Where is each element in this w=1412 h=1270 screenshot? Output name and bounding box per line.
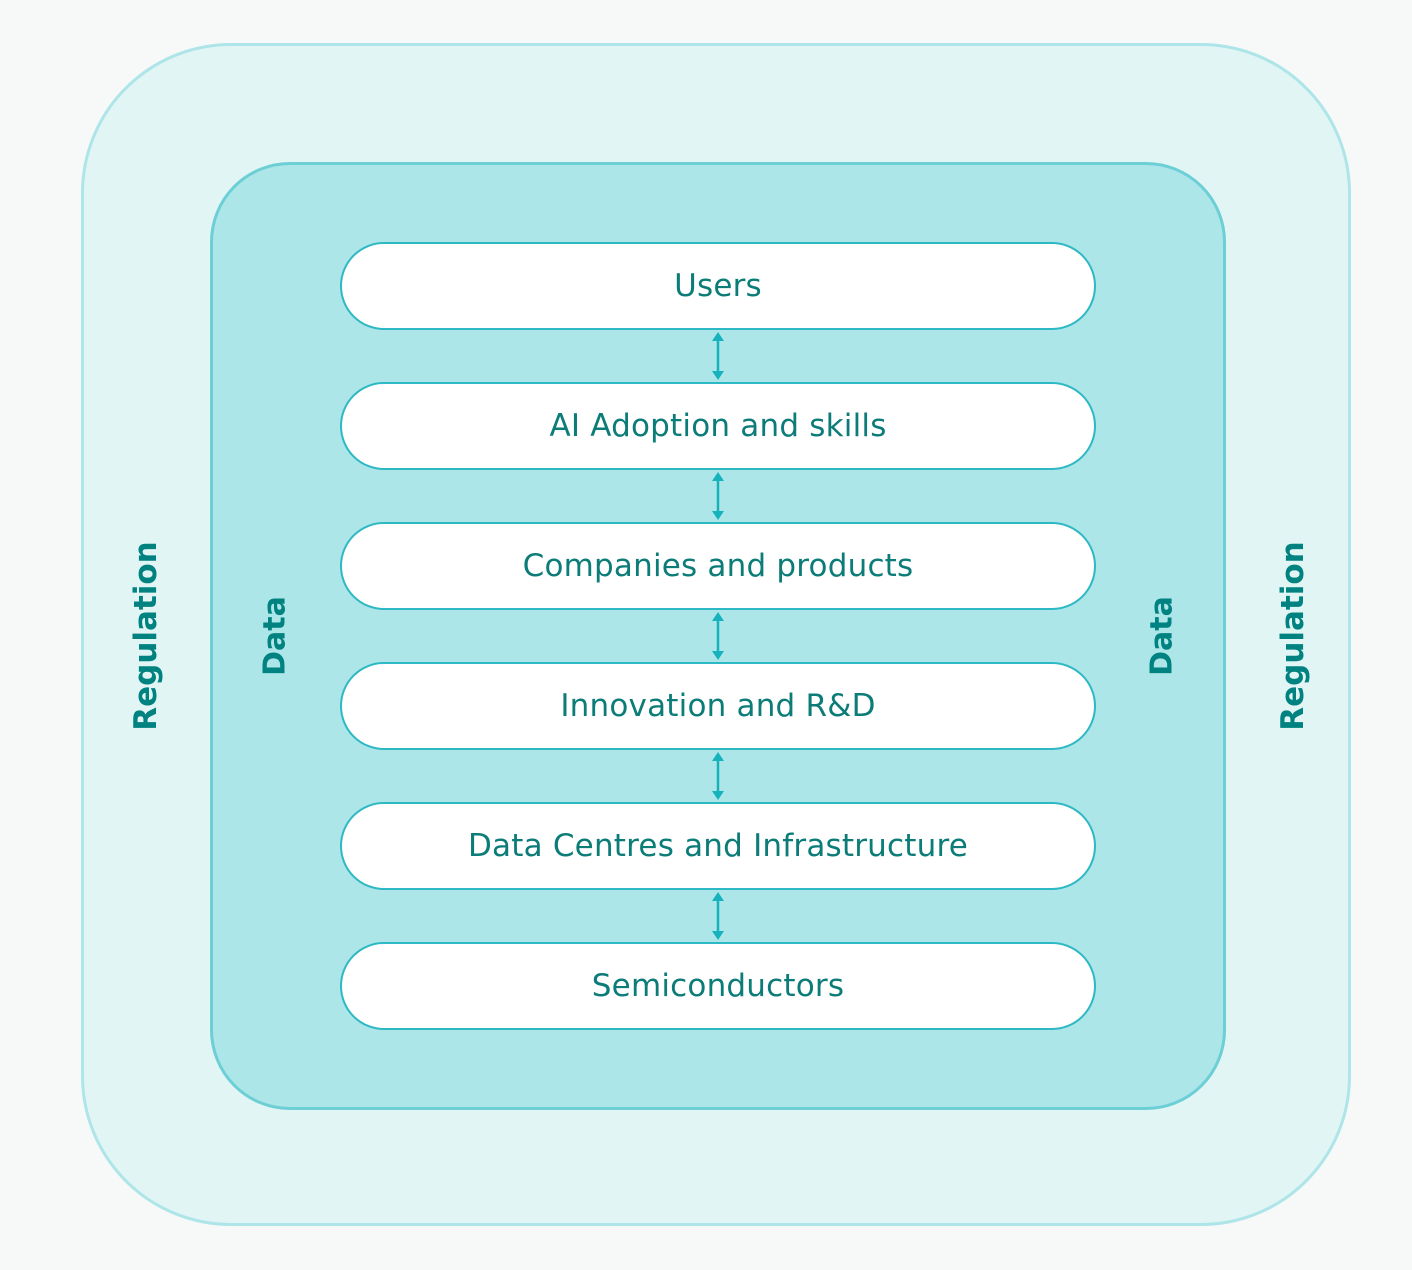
regulation-label-left: Regulation [128, 541, 164, 731]
layer-users: Users [340, 242, 1096, 330]
layer-ai-adoption: AI Adoption and skills [340, 382, 1096, 470]
regulation-label-right: Regulation [1275, 541, 1311, 731]
double-arrow-icon [712, 332, 724, 380]
double-arrow-icon [712, 892, 724, 940]
double-arrow-icon [712, 612, 724, 660]
layer-data-centres: Data Centres and Infrastructure [340, 802, 1096, 890]
layer-companies: Companies and products [340, 522, 1096, 610]
double-arrow-icon [712, 752, 724, 800]
layer-innovation: Innovation and R&D [340, 662, 1096, 750]
data-label-right: Data [1144, 596, 1180, 676]
layer-semiconductors: Semiconductors [340, 942, 1096, 1030]
data-label-left: Data [257, 596, 293, 676]
double-arrow-icon [712, 472, 724, 520]
